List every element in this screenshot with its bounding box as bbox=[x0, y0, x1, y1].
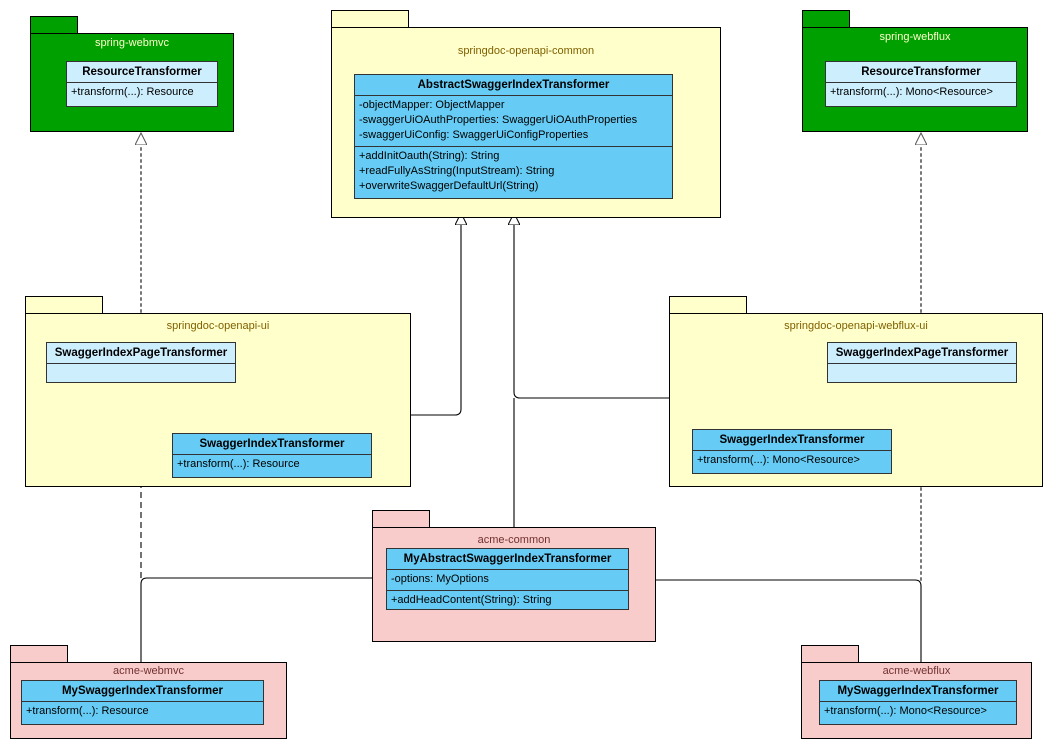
attribute-row: -swaggerUiOAuthProperties: SwaggerUiOAut… bbox=[359, 114, 638, 126]
class-myabstractswaggerindextransformer[interactable]: MyAbstractSwaggerIndexTransformer -optio… bbox=[386, 548, 629, 610]
class-resourcetransformer-webmvc[interactable]: ResourceTransformer +transform(...): Res… bbox=[66, 61, 218, 107]
package-label: acme-webmvc bbox=[113, 665, 184, 677]
class-name: SwaggerIndexPageTransformer bbox=[47, 343, 235, 363]
package-tab bbox=[10, 645, 68, 663]
class-name: ResourceTransformer bbox=[67, 62, 217, 82]
attribute-row: -objectMapper: ObjectMapper bbox=[359, 99, 505, 111]
class-name: MySwaggerIndexTransformer bbox=[820, 681, 1016, 701]
package-tab bbox=[801, 645, 859, 663]
operation-row: +transform(...): Mono<Resource> bbox=[824, 705, 987, 717]
class-resourcetransformer-webflux[interactable]: ResourceTransformer +transform(...): Mon… bbox=[825, 61, 1017, 107]
class-name: MyAbstractSwaggerIndexTransformer bbox=[387, 549, 628, 569]
class-operations: +transform(...): Mono<Resource> bbox=[820, 701, 1016, 722]
class-attributes: -objectMapper: ObjectMapper -swaggerUiOA… bbox=[355, 95, 672, 146]
package-label: springdoc-openapi-ui bbox=[166, 320, 270, 332]
class-name: AbstractSwaggerIndexTransformer bbox=[355, 75, 672, 95]
operation-row: +overwriteSwaggerDefaultUrl(String) bbox=[359, 180, 539, 192]
class-operations: +addHeadContent(String): String bbox=[387, 590, 628, 611]
class-myswaggerindextransformer-webmvc[interactable]: MySwaggerIndexTransformer +transform(...… bbox=[21, 680, 264, 725]
package-tab bbox=[25, 296, 103, 314]
class-members-empty bbox=[828, 363, 1016, 381]
class-operations: +transform(...): Mono<Resource> bbox=[693, 450, 891, 471]
operation-row: +addInitOauth(String): String bbox=[359, 150, 500, 162]
package-tab bbox=[372, 510, 430, 528]
package-label: acme-common bbox=[477, 534, 551, 546]
package-tab bbox=[802, 10, 850, 28]
class-swaggerindextransformer-ui[interactable]: SwaggerIndexTransformer +transform(...):… bbox=[172, 433, 372, 478]
package-label: springdoc-openapi-webflux-ui bbox=[784, 320, 928, 332]
class-myswaggerindextransformer-webflux[interactable]: MySwaggerIndexTransformer +transform(...… bbox=[819, 680, 1017, 725]
package-label: springdoc-openapi-common bbox=[457, 45, 595, 57]
attribute-row: -swaggerUiConfig: SwaggerUiConfigPropert… bbox=[359, 129, 589, 141]
class-members-empty bbox=[47, 363, 235, 381]
class-operations: +transform(...): Resource bbox=[67, 82, 217, 103]
operation-row: +transform(...): Mono<Resource> bbox=[830, 86, 993, 98]
class-operations: +addInitOauth(String): String +readFully… bbox=[355, 146, 672, 197]
class-name: SwaggerIndexTransformer bbox=[173, 434, 371, 454]
class-operations: +transform(...): Mono<Resource> bbox=[826, 82, 1016, 103]
operation-row: +transform(...): Resource bbox=[26, 705, 149, 717]
package-label: spring-webflux bbox=[879, 31, 951, 43]
package-label: acme-webflux bbox=[882, 665, 951, 677]
operation-row: +transform(...): Resource bbox=[71, 86, 194, 98]
class-abstractswaggerindextransformer[interactable]: AbstractSwaggerIndexTransformer -objectM… bbox=[354, 74, 673, 199]
package-tab bbox=[669, 296, 747, 314]
package-label: spring-webmvc bbox=[95, 37, 169, 49]
class-name: SwaggerIndexTransformer bbox=[693, 430, 891, 450]
class-name: MySwaggerIndexTransformer bbox=[22, 681, 263, 701]
operation-row: +transform(...): Resource bbox=[177, 458, 300, 470]
attribute-row: -options: MyOptions bbox=[391, 573, 489, 585]
package-tab bbox=[331, 10, 409, 28]
class-attributes: -options: MyOptions bbox=[387, 569, 628, 590]
operation-row: +addHeadContent(String): String bbox=[391, 594, 552, 606]
class-name: SwaggerIndexPageTransformer bbox=[828, 343, 1016, 363]
operation-row: +transform(...): Mono<Resource> bbox=[697, 454, 860, 466]
class-operations: +transform(...): Resource bbox=[22, 701, 263, 722]
operation-row: +readFullyAsString(InputStream): String bbox=[359, 165, 555, 177]
class-swaggerindexpagetransformer-ui[interactable]: SwaggerIndexPageTransformer bbox=[46, 342, 236, 383]
class-swaggerindextransformer-webflux-ui[interactable]: SwaggerIndexTransformer +transform(...):… bbox=[692, 429, 892, 474]
class-swaggerindexpagetransformer-webflux-ui[interactable]: SwaggerIndexPageTransformer bbox=[827, 342, 1017, 383]
class-operations: +transform(...): Resource bbox=[173, 454, 371, 475]
class-name: ResourceTransformer bbox=[826, 62, 1016, 82]
package-tab bbox=[30, 16, 78, 34]
